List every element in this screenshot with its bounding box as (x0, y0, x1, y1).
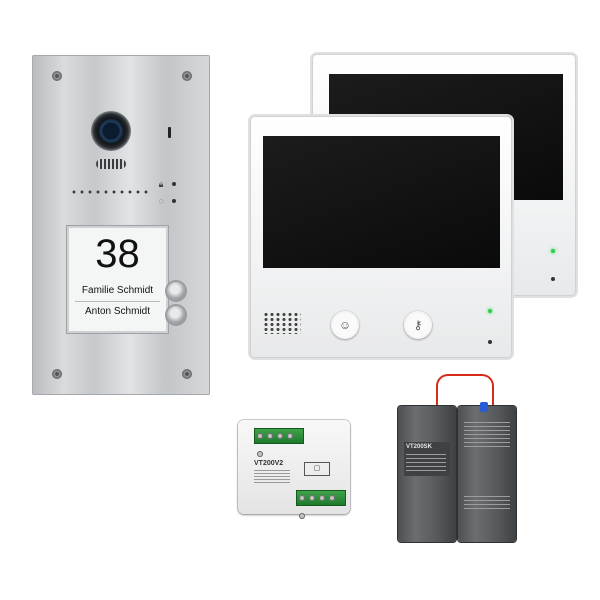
key-icon: ⚷ (413, 318, 423, 332)
door-station-panel: 🔒︎ ◌ 38 Familie Schmidt Anton Schmidt (32, 55, 210, 395)
microphone-slot (168, 127, 171, 138)
camera-lens (91, 111, 131, 151)
talk-button[interactable]: ☺ (331, 311, 359, 339)
name-divider (75, 301, 160, 302)
psu-model-label: VT200SK (406, 444, 433, 450)
ir-light-strip (96, 159, 126, 169)
screw-icon (52, 369, 62, 379)
name-plate: 38 Familie Schmidt Anton Schmidt (67, 226, 168, 333)
monitor-screen (263, 136, 500, 268)
name-label-1: Familie Schmidt (81, 285, 154, 296)
terminal-screw (480, 402, 488, 412)
power-led (551, 249, 555, 253)
lock-icon: 🔒︎ (158, 179, 164, 189)
screw-icon (52, 71, 62, 81)
talk-icon: ☺ (338, 318, 352, 332)
sensor-dot (488, 340, 492, 344)
terminal-block-top (254, 428, 304, 457)
ce-mark-icon: ▢ (304, 462, 330, 476)
video-distributor-module: VT200V2 ▢ (238, 420, 350, 519)
bell-button-2[interactable] (167, 306, 185, 324)
status-led (172, 182, 176, 186)
speech-icon: ◌ (158, 196, 164, 206)
label-print (464, 496, 510, 512)
name-label-2: Anton Schmidt (84, 306, 151, 317)
screw-icon (182, 369, 192, 379)
speaker-grille (263, 312, 301, 334)
speaker-grille (70, 189, 150, 195)
label-print (406, 454, 446, 474)
power-supply-module: VT200SK (398, 402, 516, 544)
module-model-label: VT200V2 (254, 460, 284, 467)
bell-button-1[interactable] (167, 282, 185, 300)
terminal-block-bottom (296, 490, 346, 519)
status-led (172, 199, 176, 203)
sensor-dot (551, 277, 555, 281)
screw-icon (182, 71, 192, 81)
power-led (488, 309, 492, 313)
house-number: 38 (95, 232, 140, 276)
label-print (464, 422, 510, 450)
indoor-monitor-front: ☺ ⚷ (250, 116, 512, 358)
label-print (254, 470, 290, 484)
door-open-button[interactable]: ⚷ (404, 311, 432, 339)
power-wire (436, 374, 494, 420)
